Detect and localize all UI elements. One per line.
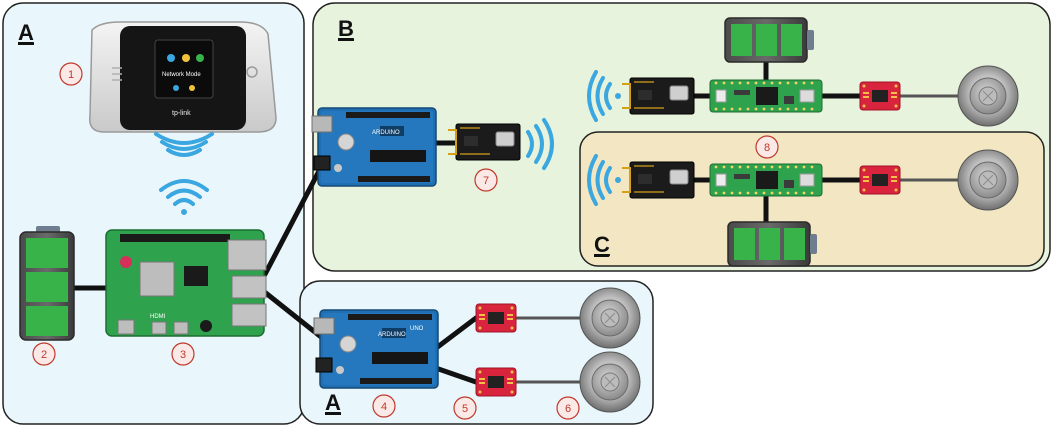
svg-text:8: 8 (764, 142, 770, 154)
arduino-model-a: UNO (410, 326, 424, 332)
sensor-plate-node2 (957, 149, 1019, 211)
wifi-icon (526, 118, 554, 170)
driver-board-node2 (859, 165, 901, 195)
svg-text:5: 5 (462, 403, 468, 415)
driver-board-node1 (859, 81, 901, 111)
section-label-c: C (594, 232, 610, 257)
wifi-icon (154, 132, 214, 157)
sensor-plate-node1 (957, 65, 1019, 127)
marker-5: 5 (453, 396, 477, 420)
driver-board-a1 (475, 303, 517, 333)
marker-1: 1 (59, 62, 83, 86)
battery-node2 (727, 221, 818, 267)
arduino-board-b: ARDUINO (311, 107, 437, 187)
wifi-icon (159, 179, 209, 215)
rf-module-b (447, 123, 521, 161)
mcu-board-node2 (709, 163, 823, 197)
battery-icon (19, 226, 75, 341)
marker-7: 7 (474, 168, 498, 192)
marker-6: 6 (556, 396, 580, 420)
arduino-board-a: ARDUINO UNO (313, 309, 439, 389)
wifi-icon (587, 154, 621, 206)
section-label-b: B (338, 16, 354, 41)
sensor-plate-a2 (579, 351, 641, 413)
mcu-board-node1 (709, 79, 823, 113)
panel-c (579, 131, 1045, 267)
raspberry-pi-board: HDMI (105, 229, 267, 337)
rpi-hdmi-label: HDMI (150, 314, 166, 320)
svg-text:3: 3 (180, 349, 186, 361)
svg-text:1: 1 (68, 69, 74, 81)
battery-node1 (724, 17, 815, 63)
section-label-a-top: A (18, 20, 34, 45)
rf-module-node2 (621, 161, 695, 199)
svg-text:6: 6 (565, 403, 571, 415)
marker-4: 4 (372, 394, 396, 418)
driver-board-a2 (475, 367, 517, 397)
marker-8: 8 (755, 135, 779, 159)
marker-2: 2 (32, 342, 56, 366)
arduino-label-b: ARDUINO (372, 130, 400, 136)
sensor-plate-a1 (579, 287, 641, 349)
arduino-label-a: ARDUINO (378, 332, 406, 338)
wifi-icon (587, 70, 621, 122)
svg-text:7: 7 (483, 175, 489, 187)
marker-3: 3 (171, 342, 195, 366)
router-screen-text: Network Mode (162, 72, 201, 78)
section-label-a-bottom: A (325, 390, 341, 415)
svg-text:2: 2 (41, 349, 47, 361)
svg-text:4: 4 (381, 401, 387, 413)
wifi-router: Network Mode tp-link (89, 21, 277, 133)
sensor-cables (516, 94, 958, 384)
router-brand: tp-link (172, 110, 191, 117)
rf-module-node1 (621, 77, 695, 115)
